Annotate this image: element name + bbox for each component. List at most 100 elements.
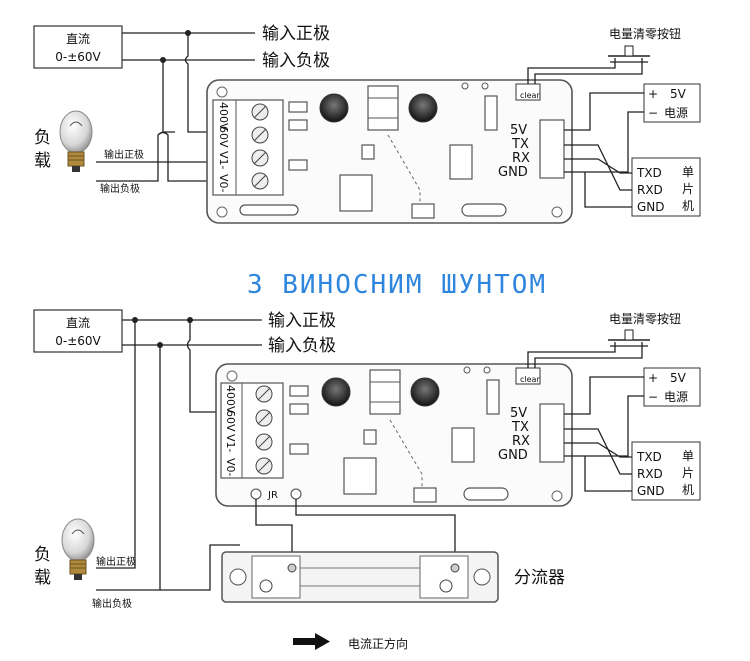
header-pin-tx: TX: [511, 420, 529, 435]
power-plus: +: [648, 87, 658, 101]
section-heading: З ВИНОСНИМ ШУНТОМ: [247, 270, 547, 300]
mcu-label-3: 机: [682, 199, 694, 213]
mcu-label-1: 单: [682, 165, 694, 179]
wire-neg-down: [162, 60, 175, 133]
mcu-pin-rxd: RXD: [637, 183, 663, 197]
shunt-resistor: [221, 551, 499, 603]
mcu-label-3: 机: [682, 483, 694, 497]
resistor: [288, 101, 308, 113]
dc-label: 直流: [66, 32, 90, 46]
clear-wire: [534, 342, 643, 368]
clear-button-label: 电量清零按钮: [609, 26, 681, 41]
switch: [486, 379, 500, 415]
wire-tx-rxd: [564, 428, 632, 475]
terminal-label-60v: 60V: [224, 410, 237, 432]
wire-tx-rxd: [564, 144, 632, 191]
mcu-pin-gnd: GND: [637, 200, 665, 214]
power-plus: +: [648, 371, 658, 385]
wire-to-400v: [184, 33, 210, 133]
dc-range: 0-±60V: [55, 50, 101, 64]
mcu-pin-gnd: GND: [637, 484, 665, 498]
mount-hole: [216, 206, 228, 218]
transformer: [367, 85, 399, 131]
terminal-label-v0: V0-: [224, 458, 237, 477]
push-button-icon: [608, 45, 650, 63]
terminal-label-v0: V0-: [217, 174, 230, 193]
terminal-label-400v: 400V: [217, 102, 230, 131]
current-direction-label: 电流正方向: [348, 636, 408, 651]
clear-wire: [527, 58, 616, 84]
wire-gnd-power: [564, 111, 644, 173]
pcb-board: [215, 363, 573, 507]
ic-chip: [363, 429, 377, 445]
bottom-diagram: 直流 0-±60V 输入正极 输入负极 负 载 输出正极 输出负极: [33, 309, 701, 651]
wire-rx-txd: [564, 158, 632, 174]
wire-gnd-mcu: [584, 456, 632, 492]
header-pin-rx: RX: [512, 151, 530, 166]
module-chip: [343, 457, 377, 495]
clear-button-label: 电量清零按钮: [609, 311, 681, 326]
module-chip: [449, 144, 473, 180]
header-pin-rx: RX: [512, 434, 530, 449]
crystal: [463, 487, 509, 501]
power-box: [643, 367, 701, 407]
arrow-right-icon: [293, 633, 330, 650]
dc-source-box: [33, 309, 123, 353]
power-label: 电源: [664, 390, 688, 404]
capacitor: [319, 93, 349, 123]
push-button-icon: [608, 329, 650, 347]
terminal-label-60v: 60V: [217, 126, 230, 148]
clear-wire: [527, 342, 616, 368]
capacitor: [410, 377, 440, 407]
wire-rx-txd: [564, 442, 632, 458]
output-neg-label: 输出负极: [100, 182, 140, 195]
module-chip: [339, 174, 373, 212]
shunt-pin: [290, 488, 302, 500]
load-label-2: 载: [34, 568, 51, 588]
output-neg-wire: [96, 131, 210, 182]
resistor: [289, 403, 309, 415]
mcu-label-2: 片: [682, 466, 694, 480]
slot: [239, 204, 299, 216]
header-connector: [539, 403, 565, 463]
mcu-box: [631, 441, 701, 501]
power-box: [643, 83, 701, 123]
resistor: [288, 159, 308, 171]
crystal: [461, 203, 507, 217]
header-pin-5v: 5V: [510, 123, 527, 138]
clear-wire: [534, 58, 643, 84]
mcu-pin-txd: TXD: [636, 450, 662, 464]
terminal-label-v1: V1-: [217, 151, 230, 170]
optocoupler: [411, 203, 435, 219]
output-pos-wire: [96, 320, 136, 569]
input-pos-label: 输入正极: [262, 24, 330, 44]
power-label: 电源: [664, 106, 688, 120]
terminal-block: [212, 99, 284, 196]
load-label-1: 负: [34, 545, 51, 565]
mcu-pin-txd: TXD: [636, 166, 662, 180]
power-5v: 5V: [670, 371, 687, 385]
capacitor: [321, 377, 351, 407]
power-minus: −: [648, 106, 658, 120]
transformer: [369, 369, 401, 415]
wire-to-400v: [186, 320, 220, 413]
input-neg-label: 输入负极: [262, 51, 330, 71]
mount-hole: [551, 206, 563, 218]
header-pin-5v: 5V: [510, 406, 527, 421]
header-connector: [539, 119, 565, 179]
header-pin-gnd: GND: [498, 448, 528, 463]
header-pin-tx: TX: [511, 137, 529, 152]
load-label-1: 负: [34, 128, 51, 148]
isolation-line: [387, 134, 421, 204]
ic-chip: [361, 144, 375, 160]
input-neg-label: 输入负极: [268, 336, 336, 356]
wire-gnd-power: [564, 395, 644, 457]
mcu-box: [631, 157, 701, 217]
bulb-icon: [59, 110, 93, 172]
mcu-pin-rxd: RXD: [637, 467, 663, 481]
output-neg-label: 输出负极: [92, 597, 132, 610]
top-diagram: 直流 0-±60V 输入正极 输入负极 负 载 输出正极 输出负极: [33, 24, 701, 224]
shunt-pin: [250, 488, 262, 500]
switch: [484, 95, 498, 131]
module-chip: [451, 427, 475, 463]
